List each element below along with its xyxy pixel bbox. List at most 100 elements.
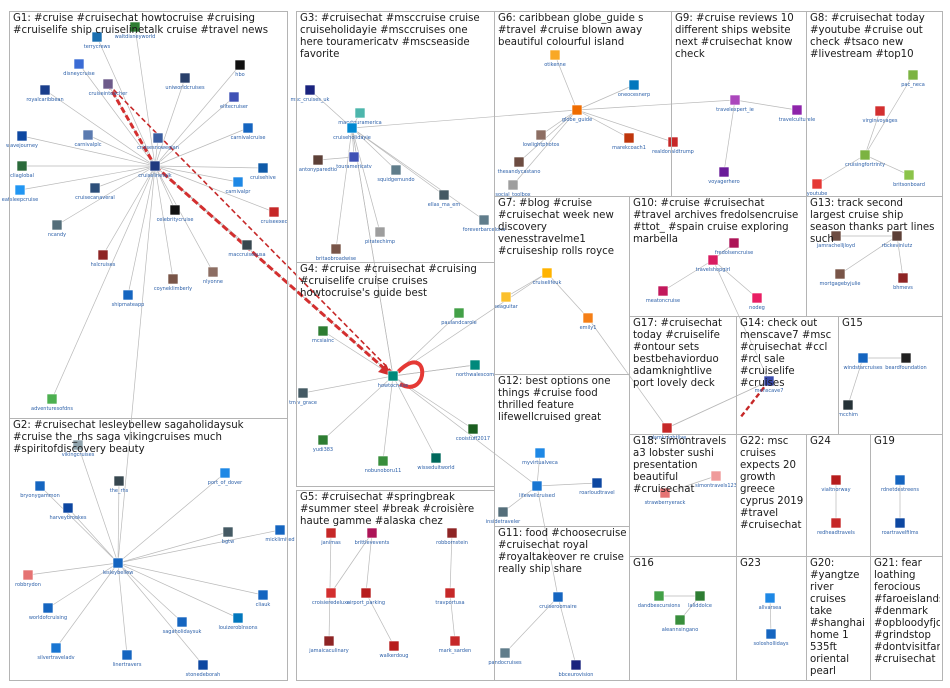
node-vikingcruises[interactable]: vikingcruises <box>62 439 95 458</box>
node-emily1[interactable]: emily1 <box>580 312 597 331</box>
node-squidgemundo[interactable]: squidgemundo <box>377 164 415 183</box>
node-cruiseroomaire[interactable]: cruiseroomaire <box>539 591 577 610</box>
node-britaobroadwise[interactable]: britaobroadwise <box>316 243 356 262</box>
node-paulandcarole[interactable]: paulandcarole <box>441 307 477 326</box>
node-cruisecanaveral[interactable]: cruisecanaveral <box>75 182 115 201</box>
node-howtocruise[interactable]: howtocruise <box>378 370 408 389</box>
node-micklimited[interactable]: micklimited <box>265 524 295 543</box>
node-dandbexcursions[interactable]: dandbexcursions <box>638 590 681 609</box>
node-cruiseexec[interactable]: cruiseexec <box>261 206 288 225</box>
node-nodeg[interactable]: nodeg <box>749 292 765 311</box>
node-eatsleepcruise[interactable]: eatsleepcruise <box>2 184 38 203</box>
node-louizeroblnsons[interactable]: louizeroblnsons <box>219 612 258 631</box>
node-cliaglobal[interactable]: cliaglobal <box>10 160 34 179</box>
node-touramericatv[interactable]: touramericatv <box>336 151 372 170</box>
node-jamaicaculinary[interactable]: jamaicaculinary <box>308 635 349 654</box>
node-harveybrookes[interactable]: harveybrookes <box>50 502 87 521</box>
node-beardfoundation[interactable]: beardfoundation <box>885 352 927 371</box>
node-roarloudtravel[interactable]: roarloudtravel <box>579 477 615 496</box>
node-carnivalcruise[interactable]: carnivalcruise <box>231 122 266 141</box>
node-pandocruises[interactable]: pandocruises <box>488 647 522 666</box>
node-seaguitar[interactable]: seaguitar <box>494 291 519 310</box>
node-vialtnorway[interactable]: vialtnorway <box>821 474 851 493</box>
node-jamrachelljloyd[interactable]: jamrachelljloyd <box>816 230 855 249</box>
node-bhmevs[interactable]: bhmevs <box>893 272 913 291</box>
node-robbornstein[interactable]: robbornstein <box>436 527 468 546</box>
node-oneocesnerp[interactable]: oneocesnerp <box>618 79 650 98</box>
node-sagaholidaysuk[interactable]: sagaholidaysuk <box>163 616 202 635</box>
node-britsonboard[interactable]: britsonboard <box>893 169 925 188</box>
node-airport_parking[interactable]: airport_parking <box>347 587 385 606</box>
node-nobunoboru11[interactable]: nobunoboru11 <box>365 455 402 474</box>
node-disneycruise[interactable]: disneycruise <box>63 58 95 77</box>
node-walkerdoug[interactable]: walkerdoug <box>380 640 409 659</box>
node-cruiselifeuk[interactable]: cruiselifeuk <box>533 267 562 286</box>
node-brittlevevents[interactable]: brittlevevents <box>355 527 390 546</box>
node-redheadtravels[interactable]: redheadtravels <box>817 517 855 536</box>
node-hslcruises[interactable]: hslcruises <box>91 249 116 268</box>
node-rdnetdestreens[interactable]: rdnetdestreens <box>881 474 919 493</box>
node-adamknightlive[interactable]: adamknightlive <box>648 422 687 441</box>
node-wavejourney[interactable]: wavejourney <box>6 130 38 149</box>
node-the_rhs[interactable]: the_rhs <box>110 475 129 494</box>
node-carnivalpr[interactable]: carnivalpr <box>226 176 252 195</box>
node-maccruisesusa[interactable]: maccruisesusa <box>228 239 266 258</box>
node-simontravels123[interactable]: simontravels123 <box>695 470 737 489</box>
node-fredolsencruise[interactable]: fredolsencruise <box>715 237 753 256</box>
node-pac_neca[interactable]: pac_neca <box>901 69 925 88</box>
node-cooistuff2017[interactable]: cooistuff2017 <box>456 423 490 442</box>
node-bryonygammon[interactable]: bryonygammon <box>20 480 60 499</box>
node-cruisehive[interactable]: cruisehive <box>250 162 276 181</box>
node-mark_sarden[interactable]: mark_sarden <box>439 635 471 654</box>
node-hbo[interactable]: hbo <box>234 59 246 78</box>
node-cruisesnowegian[interactable]: cruisesnowegian <box>137 132 179 151</box>
node-lifewellcruised[interactable]: lifewellcruised <box>519 480 555 499</box>
node-waltdisneyworld[interactable]: waltdisneyworld <box>115 21 156 40</box>
node-aleannsingano[interactable]: aleannsingano <box>662 614 699 633</box>
node-realdonaldtrump[interactable]: realdonaldtrump <box>652 136 694 155</box>
node-lesleybellew[interactable]: lesleybellew <box>103 557 134 576</box>
node-shipmateapp[interactable]: shipmateapp <box>112 289 145 308</box>
node-lowlightphotos[interactable]: lowlightphotos <box>523 129 560 148</box>
node-uniworldcruises[interactable]: uniworldcruises <box>165 72 205 91</box>
node-social_toolbox[interactable]: social_toolbox <box>495 179 531 198</box>
node-cliauk[interactable]: cliauk <box>256 589 271 608</box>
node-royalcaribbean[interactable]: royalcaribbean <box>26 84 64 103</box>
node-travelculturele[interactable]: travelculturele <box>779 104 815 123</box>
node-worldofcruising[interactable]: worldofcruising <box>29 602 67 621</box>
node-coyneklimberly[interactable]: coyneklimberly <box>154 273 192 292</box>
node-soloshollidays[interactable]: soloshollidays <box>754 628 789 647</box>
node-ncandy[interactable]: ncandy <box>48 219 66 238</box>
node-antonyparedtio[interactable]: antonyparedtio <box>299 154 337 173</box>
node-msc_cruises_uk[interactable]: msc_cruises_uk <box>291 84 330 103</box>
node-travelshopgirl[interactable]: travelshopgirl <box>696 254 731 273</box>
node-mcchim[interactable]: mcchim <box>838 399 858 418</box>
node-yudi383[interactable]: yudi383 <box>313 434 333 453</box>
node-allvarsea[interactable]: allvarsea <box>759 592 782 611</box>
node-stonedeborah[interactable]: stonedeborah <box>186 659 221 678</box>
node-robbrydon[interactable]: robbrydon <box>15 569 41 588</box>
node-croisieredeluxe[interactable]: croisieredeluxe <box>312 587 350 606</box>
node-laliddolce[interactable]: laliddolce <box>688 590 712 609</box>
node-carnivalplc[interactable]: carnivalplc <box>74 129 102 148</box>
node-mcsiainc[interactable]: mcsiainc <box>312 325 334 344</box>
node-elitecruiser[interactable]: elitecruiser <box>220 91 249 110</box>
node-silvertraveladv[interactable]: silvertraveladv <box>37 642 75 661</box>
node-thesandycastano[interactable]: thesandycastano <box>498 156 541 175</box>
node-ellas_ma_em[interactable]: ellas_ma_em <box>428 189 461 208</box>
node-rbckevinlutz[interactable]: rbckevinlutz <box>882 230 913 249</box>
node-marekcoach1[interactable]: marekcoach1 <box>612 132 646 151</box>
node-celebritycruise[interactable]: celebritycruise <box>157 204 194 223</box>
node-cruisingfortrinty[interactable]: cruisingfortrinty <box>845 149 885 168</box>
node-port_of_dover[interactable]: port_of_dover <box>208 467 243 486</box>
node-otikenne[interactable]: otikenne <box>544 49 566 68</box>
node-roartravelfilms[interactable]: roartravelfilms <box>882 517 919 536</box>
node-terrycrews[interactable]: terrycrews <box>84 31 111 50</box>
node-janimas[interactable]: janimas <box>320 527 341 546</box>
node-wisseduitworld[interactable]: wisseduitworld <box>417 452 455 471</box>
node-virginvoyages[interactable]: virginvoyages <box>863 105 898 124</box>
node-voyagerhero[interactable]: voyagerhero <box>708 166 740 185</box>
node-foreverbarcelona[interactable]: foreverbarcelona <box>463 214 506 233</box>
node-meatoncruise[interactable]: meatoncruise <box>646 285 680 304</box>
node-tmlv_grace[interactable]: tmlv_grace <box>289 387 317 406</box>
